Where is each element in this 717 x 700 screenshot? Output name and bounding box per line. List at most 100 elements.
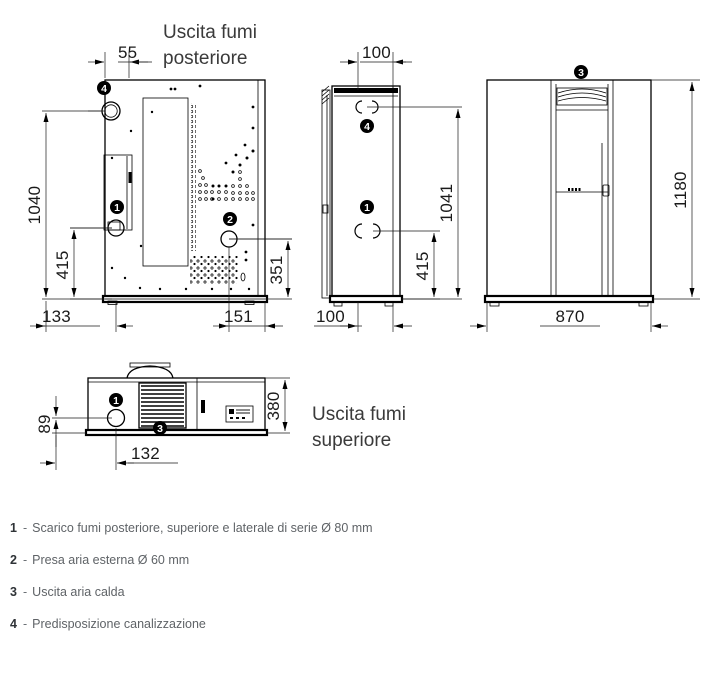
dim-top-89-text: 89	[35, 414, 54, 433]
side-foot-left	[333, 301, 343, 307]
svg-text:3: 3	[157, 423, 163, 435]
dim-rear-351: 351	[229, 238, 292, 300]
side-base-plinth	[328, 294, 404, 304]
legend-item-4-text: Predisposizione canalizzazione	[32, 617, 206, 631]
label-rear-line1: Uscita fumi	[163, 22, 257, 43]
dim-side-100-bottom-text: 100	[316, 307, 345, 326]
legend-item-2: 2 - Presa aria esterna Ø 60 mm	[10, 544, 700, 576]
dim-side-100-top-text: 100	[362, 43, 391, 62]
svg-text:1: 1	[364, 202, 370, 214]
top-lid-strip	[129, 362, 171, 368]
label-top-line1: Uscita fumi	[312, 404, 406, 425]
legend-item-1-text: Scarico fumi posteriore, superiore e lat…	[32, 521, 373, 535]
top-air-grille	[138, 382, 187, 429]
rear-texture-col1	[191, 103, 196, 251]
top-small-latch	[201, 400, 205, 413]
view-front: 1180 870 3	[470, 65, 700, 332]
front-foot-left	[489, 301, 500, 307]
callout-top-3: 3	[153, 421, 167, 435]
side-top-band	[334, 88, 398, 93]
dim-front-1180: 1180	[651, 79, 700, 300]
svg-text:1: 1	[114, 202, 120, 214]
dim-rear-133: 133	[30, 301, 133, 332]
dim-top-89: 89	[35, 396, 112, 447]
legend-item-2-dash: -	[23, 553, 28, 567]
callout-side-4: 4	[360, 119, 374, 133]
callout-side-1: 1	[360, 200, 374, 214]
legend-item-4-number: 4	[10, 617, 17, 631]
top-lid-arc	[126, 365, 174, 379]
side-hatch-top	[321, 85, 330, 105]
dim-side-415-text: 415	[413, 252, 432, 281]
front-foot-right	[638, 301, 649, 307]
legend-item-1-dash: -	[23, 521, 28, 535]
top-base-plinth	[84, 428, 269, 437]
legend-item-2-text: Presa aria esterna Ø 60 mm	[32, 553, 190, 567]
label-top-line2: superiore	[312, 430, 391, 451]
view-top: 380 89 132 1 3	[35, 362, 290, 470]
dim-rear-55-text: 55	[118, 43, 137, 62]
legend-item-4: 4 - Predisposizione canalizzazione	[10, 608, 700, 640]
legend-item-3: 3 - Uscita aria calda	[10, 576, 700, 608]
legend-item-3-dash: -	[23, 585, 28, 599]
dim-rear-1040-text: 1040	[25, 186, 44, 225]
side-handle-latch	[322, 204, 329, 214]
rear-left-latch	[128, 172, 132, 183]
dim-side-1041-text: 1041	[437, 184, 456, 223]
dim-rear-55: 55	[88, 43, 152, 78]
dim-rear-351-text: 351	[267, 256, 286, 285]
rear-body-outline	[104, 79, 266, 297]
rear-texture-dots	[198, 169, 255, 201]
dim-rear-133-text: 133	[42, 307, 71, 326]
view-rear: 55 1040 415 351	[25, 43, 292, 332]
dim-side-415: 415	[373, 230, 440, 300]
dim-top-380-text: 380	[264, 392, 283, 421]
rear-foot-left	[107, 300, 118, 305]
dim-top-132: 132	[40, 428, 178, 470]
dim-side-100-bottom: 100	[314, 302, 412, 332]
top-control-panel	[225, 405, 254, 423]
dim-front-870: 870	[470, 302, 668, 332]
dim-top-132-text: 132	[131, 444, 160, 463]
dim-front-1180-text: 1180	[671, 171, 690, 208]
front-air-grille	[556, 87, 608, 106]
svg-text:3: 3	[578, 67, 584, 79]
legend-item-3-number: 3	[10, 585, 17, 599]
legend-item-1: 1 - Scarico fumi posteriore, superiore e…	[10, 512, 700, 544]
callout-rear-1: 1	[110, 200, 124, 214]
label-rear-line2: posteriore	[163, 48, 248, 69]
front-brand-badge	[568, 188, 581, 191]
rear-foot-right	[244, 300, 255, 305]
legend-list: 1 - Scarico fumi posteriore, superiore e…	[10, 512, 700, 640]
legend-item-2-number: 2	[10, 553, 17, 567]
dim-side-100-top: 100	[340, 43, 412, 90]
svg-text:2: 2	[227, 214, 233, 226]
callout-rear-4: 4	[97, 81, 111, 95]
rear-texture-filled-dots	[110, 84, 255, 291]
legend-item-4-dash: -	[23, 617, 28, 631]
side-body-outline	[331, 85, 401, 297]
front-base-plinth	[483, 294, 655, 304]
svg-text:4: 4	[101, 83, 107, 95]
callout-top-1: 1	[109, 393, 123, 407]
dim-rear-151-text: 151	[224, 307, 253, 326]
side-front-profile	[321, 89, 331, 299]
callout-front-3: 3	[574, 65, 588, 79]
rear-hole-duct-inner	[104, 104, 118, 118]
rear-slot	[240, 272, 246, 282]
svg-text:4: 4	[364, 121, 370, 133]
view-side: 100 1041 415 100 4	[314, 43, 462, 332]
dim-rear-151: 151	[213, 247, 283, 332]
rear-perforated-grille	[190, 256, 238, 284]
dim-top-380: 380	[264, 377, 290, 434]
dim-front-870-text: 870	[556, 307, 585, 326]
rear-left-panel	[103, 154, 133, 231]
callout-rear-2: 2	[223, 212, 237, 226]
dim-rear-415-text: 415	[53, 251, 72, 280]
front-door-handle	[602, 184, 610, 197]
dim-rear-415: 415	[53, 227, 112, 300]
legend-item-3-text: Uscita aria calda	[32, 585, 125, 599]
rear-center-panel	[142, 97, 189, 267]
